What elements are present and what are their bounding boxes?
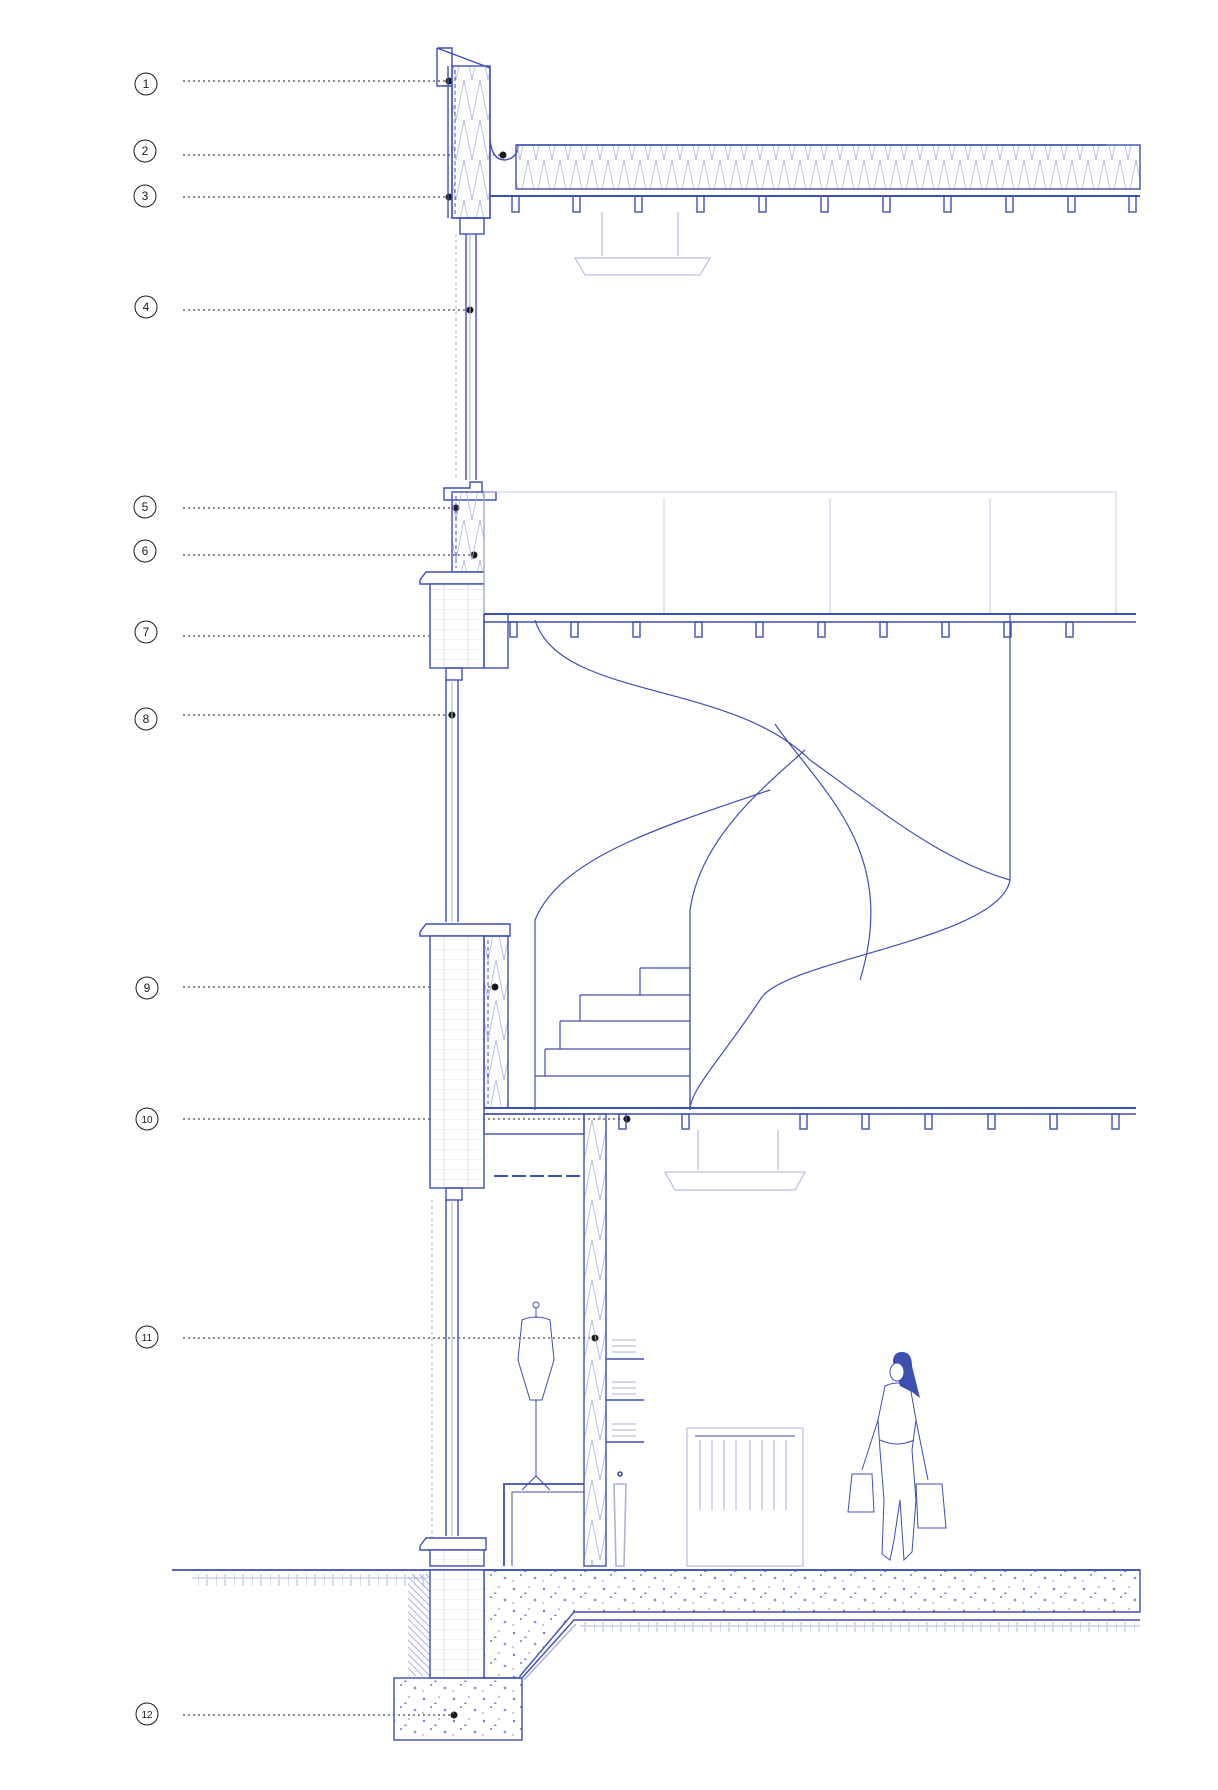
callout-number-7: 7 — [143, 625, 150, 639]
callout-number-11: 11 — [142, 1333, 153, 1344]
upper-window — [443, 217, 497, 501]
railing — [483, 491, 1117, 615]
callout-1 — [134, 72, 453, 96]
pendant-light-lower — [664, 1130, 806, 1191]
callout-number-2: 2 — [142, 144, 149, 158]
callout-number-4: 4 — [143, 300, 150, 314]
callout-number-3: 3 — [142, 189, 149, 203]
callout-group — [133, 72, 631, 1726]
callout-8 — [134, 707, 456, 731]
clothing-rack — [686, 1427, 804, 1567]
foundation — [172, 1569, 1141, 1741]
floor-1-joists — [618, 1113, 1120, 1130]
callout-number-12: 12 — [141, 1710, 153, 1721]
shopper-figure — [847, 1352, 947, 1562]
callout-3 — [133, 184, 453, 208]
callout-number-10: 10 — [141, 1115, 153, 1126]
callout-6 — [133, 539, 478, 563]
callout-2 — [133, 139, 507, 163]
floor-2-joists — [509, 621, 1074, 638]
callout-number-6: 6 — [142, 544, 149, 558]
roof-joists — [511, 195, 1137, 213]
callout-number-8: 8 — [143, 712, 150, 726]
callout-number-5: 5 — [142, 500, 149, 514]
callout-7 — [134, 620, 477, 644]
callout-numbers: 1 2 3 4 5 6 7 8 9 10 11 12 — [141, 77, 153, 1721]
callout-10 — [135, 1107, 631, 1131]
pendant-light-upper — [574, 212, 711, 276]
mannequin — [517, 1301, 555, 1491]
callout-number-9: 9 — [144, 981, 151, 995]
lower-window — [419, 1187, 487, 1567]
roof-assembly — [436, 47, 1141, 276]
lower-wall-assembly — [429, 935, 1136, 1567]
callout-5 — [133, 495, 460, 519]
callout-4 — [134, 295, 474, 319]
mid-wall-assembly — [419, 491, 1136, 669]
shop-interior — [503, 1301, 947, 1567]
callout-11 — [135, 1325, 599, 1349]
wall-shelves — [606, 1339, 644, 1567]
callout-number-1: 1 — [143, 77, 150, 91]
middle-window — [419, 667, 511, 937]
spiral-stair — [534, 614, 1011, 1111]
